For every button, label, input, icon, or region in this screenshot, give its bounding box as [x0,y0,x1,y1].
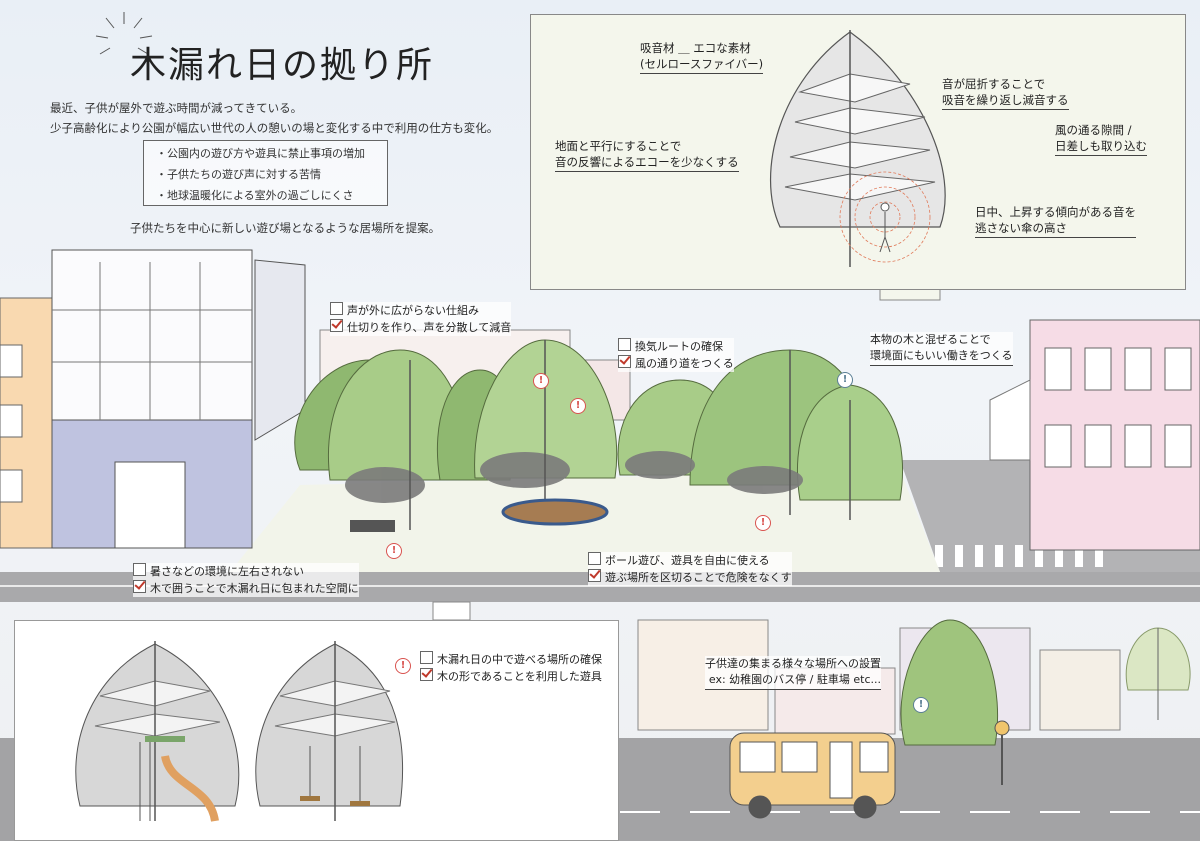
callout-play: 木漏れ日の中で遊べる場所の確保 木の形であることを利用した遊具 [420,651,602,685]
acoustic-tree-diagram [769,30,946,267]
label-material-line-2: (セルロースファイバー) [640,56,764,74]
issue-item: ・公園内の遊び方や遊具に禁止事項の増加 [156,147,365,160]
check-label: 木漏れ日の中で遊べる場所の確保 [437,653,602,666]
intro-text: 最近、子供が屋外で遊ぶ時間が減ってきている。 少子高齢化により公園が幅広い世代の… [50,98,498,138]
label-gap: 風の通る隙間 / 日差しも取り込む [1055,122,1147,156]
check-item: 声が外に広がらない仕組み [330,302,511,319]
callout-air: 換気ルートの確保 風の通り道をつくる [618,338,734,372]
checkbox-icon [133,563,146,576]
label-refract: 音が屈折することで 吸音を繰り返し減音する [942,76,1069,110]
slide-icon [161,754,219,822]
checkbox-icon [330,302,343,315]
check-label: 遊ぶ場所を区切ることで危険をなくす [605,571,792,584]
intro-line-2: 少子高齢化により公園が幅広い世代の人の憩いの場と変化する中で利用の仕方も変化。 [50,121,499,135]
check-item: 暑さなどの環境に左右されない [133,563,359,580]
page-title: 木漏れ日の拠り所 [130,45,435,86]
check-label: 木の形であることを利用した遊具 [437,670,602,683]
info-icon: ! [837,372,853,388]
sun-burst-icon [95,12,153,55]
checkbox-checked-icon [420,668,433,681]
warning-icon: ! [755,515,771,531]
check-item: 風の通り道をつくる [618,355,734,372]
check-label: 木で囲うことで木漏れ日に包まれた空間に [150,582,359,595]
callout-bus-line-2: ex: 幼稚園のバス停 / 駐車場 etc... [705,672,881,690]
callout-bus-line-1: 子供達の集まる様々な場所への設置 [705,657,881,670]
callout-heat: 暑さなどの環境に左右されない 木で囲うことで木漏れ日に包まれた空間に [133,563,359,597]
check-item: 木の形であることを利用した遊具 [420,668,602,685]
check-label: 風の通り道をつくる [635,357,734,370]
checkbox-icon [618,338,631,351]
callout-voice: 声が外に広がらない仕組み 仕切りを作り、声を分散して減音 [330,302,512,336]
issue-list: ・公園内の遊び方や遊具に禁止事項の増加 ・子供たちの遊び声に対する苦情 ・地球温… [143,140,388,206]
check-label: 声が外に広がらない仕組み [347,304,479,317]
check-item: 換気ルートの確保 [618,338,734,355]
checkbox-icon [588,552,601,565]
issue-item: ・子供たちの遊び声に対する苦情 [156,168,321,181]
callout-bus-stop: 子供達の集まる様々な場所への設置 ex: 幼稚園のバス停 / 駐車場 etc..… [705,656,881,690]
checkbox-icon [420,651,433,664]
warning-icon: ! [533,373,549,389]
office-building-side [254,259,306,441]
check-item: ボール遊び、遊具を自由に使える [588,552,792,569]
check-item: 仕切りを作り、声を分散して減音 [330,319,511,336]
check-label: ボール遊び、遊具を自由に使える [605,554,770,567]
callout-real-tree-line-1: 本物の木と混ぜることで [870,333,991,346]
check-label: 換気ルートの確保 [635,340,723,353]
check-item: 遊ぶ場所を区切ることで危険をなくす [588,569,792,586]
warning-icon: ! [570,398,586,414]
proposal-text: 子供たちを中心に新しい遊び場となるような居場所を提案。 [130,221,441,235]
warning-icon: ! [386,543,402,559]
callout-real-tree: 本物の木と混ぜることで 環境面にもいい働きをつくる [870,332,1013,366]
label-ground-line-1: 地面と平行にすることで [555,139,682,153]
label-material-line-1: 吸音材 ＿ エコな素材 [640,41,751,55]
play-ring [501,498,609,526]
check-label: 仕切りを作り、声を分散して減音 [347,321,512,334]
label-gap-line-1: 風の通る隙間 / [1055,123,1132,137]
info-icon: ! [913,697,929,713]
checkbox-checked-icon [133,580,146,593]
issue-item: ・地球温暖化による室外の過ごしにくさ [156,189,354,202]
label-refract-line-2: 吸音を繰り返し減音する [942,92,1069,110]
label-height-line-1: 日中、上昇する傾向がある音を [975,205,1136,219]
check-item: 木漏れ日の中で遊べる場所の確保 [420,651,602,668]
check-label: 暑さなどの環境に左右されない [150,565,304,578]
play-equipment-diagram [75,641,404,822]
bus [729,732,896,819]
label-refract-line-1: 音が屈折することで [942,77,1046,91]
checkbox-checked-icon [588,569,601,582]
label-ground-line-2: 音の反響によるエコーを少なくする [555,154,739,172]
warning-icon: ! [395,658,411,674]
bus-stop-tree [900,619,999,746]
checkbox-checked-icon [618,355,631,368]
label-ground: 地面と平行にすることで 音の反響によるエコーを少なくする [555,138,739,172]
check-item: 木で囲うことで木漏れ日に包まれた空間に [133,580,359,597]
label-height: 日中、上昇する傾向がある音を 逃さない傘の高さ [975,204,1136,238]
callout-real-tree-line-2: 環境面にもいい働きをつくる [870,348,1013,366]
label-gap-line-2: 日差しも取り込む [1055,138,1147,156]
intro-line-1: 最近、子供が屋外で遊ぶ時間が減ってきている。 [50,101,303,115]
callout-ball: ボール遊び、遊具を自由に使える 遊ぶ場所を区切ることで危険をなくす [588,552,792,586]
label-height-line-2: 逃さない傘の高さ [975,220,1136,238]
label-material: 吸音材 ＿ エコな素材 (セルロースファイバー) [640,40,764,74]
checkbox-checked-icon [330,319,343,332]
